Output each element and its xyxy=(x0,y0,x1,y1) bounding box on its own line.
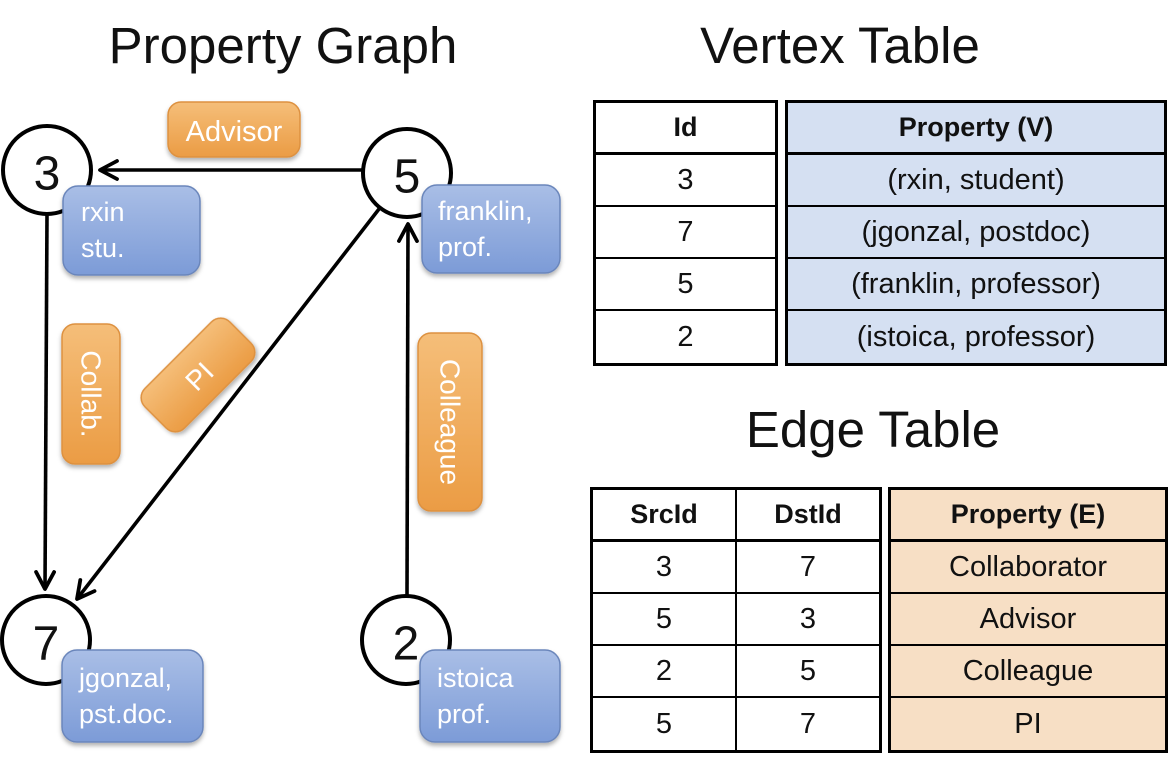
vertex-id-header: Id xyxy=(596,103,775,155)
edge-label-collab-text: Collab. xyxy=(76,350,107,437)
vertex-id-cell: 7 xyxy=(596,207,775,259)
edge-label-colleague: Colleague xyxy=(417,332,483,512)
edge-dstid-cell: 3 xyxy=(799,602,817,635)
property-graph-canvas: 3 5 7 2 Advisor Collab. PI Colleague rxi… xyxy=(0,101,561,743)
node-id-3: 3 xyxy=(34,148,61,201)
node-property-7-line2: pst.doc. xyxy=(79,699,174,729)
edge-property-cell: Advisor xyxy=(891,594,1165,646)
edge-label-collab: Collab. xyxy=(61,323,121,465)
edge-srcid-cell: 3 xyxy=(593,542,737,592)
node-id-7: 7 xyxy=(33,618,60,671)
node-id-2: 2 xyxy=(393,618,420,671)
property-graph-title: Property Graph xyxy=(108,17,458,74)
vertex-id-cell: 5 xyxy=(596,259,775,311)
edge-label-pi: PI xyxy=(140,317,256,433)
edge-dstid-cell: 7 xyxy=(799,550,817,583)
edge-srcid-cell: 2 xyxy=(593,646,737,696)
vertex-property-cell: (istoica, professor) xyxy=(856,320,1096,353)
edge-table-header-row: SrcId DstId xyxy=(593,490,879,542)
node-property-2-line1: istoica xyxy=(437,663,515,693)
edge-table-row: 5 3 xyxy=(593,594,879,646)
edge-table-id-columns: SrcId DstId 3 7 5 3 2 5 5 7 xyxy=(590,487,882,753)
edge-table-row: 5 7 xyxy=(593,698,879,750)
edge-table: SrcId DstId 3 7 5 3 2 5 5 7 Property (E)… xyxy=(590,487,1168,753)
node-id-5: 5 xyxy=(394,151,421,204)
node-property-3-line1: rxin xyxy=(81,197,125,227)
edge-property-cell: Collaborator xyxy=(891,542,1165,594)
node-property-5-line1: franklin, xyxy=(438,196,533,226)
vertex-property-cell: (franklin, professor) xyxy=(788,259,1164,311)
edge-srcid-cell: 5 xyxy=(593,698,737,750)
node-property-2: istoica prof. xyxy=(419,649,561,743)
edge-table-property-column: Property (E) Collaborator Advisor Collea… xyxy=(888,487,1168,753)
node-property-3-line2: stu. xyxy=(81,233,125,263)
edge-label-advisor: Advisor xyxy=(167,101,301,158)
vertex-property-header: Property (V) xyxy=(788,103,1164,155)
edge-table-row: 2 5 xyxy=(593,646,879,698)
edge-property-cell: PI xyxy=(1014,707,1042,740)
vertex-property-cell: (rxin, student) xyxy=(788,155,1164,207)
vertex-id-cell: 2 xyxy=(677,320,694,353)
vertex-table-id-column: Id 3 7 5 2 xyxy=(593,100,778,366)
edge-srcid-header: SrcId xyxy=(593,490,737,539)
edge-2-to-5 xyxy=(397,222,419,596)
edge-property-cell: Colleague xyxy=(891,646,1165,698)
edge-5-to-7 xyxy=(75,207,381,601)
edge-dstid-header: DstId xyxy=(774,499,842,529)
edge-srcid-cell: 5 xyxy=(593,594,737,644)
edge-3-to-7 xyxy=(34,213,56,591)
node-property-7-line1: jgonzal, xyxy=(78,663,172,693)
edge-dstid-cell: 7 xyxy=(799,707,817,740)
edge-label-advisor-text: Advisor xyxy=(186,116,283,148)
edge-label-colleague-text: Colleague xyxy=(435,359,466,485)
vertex-table-title: Vertex Table xyxy=(700,17,980,74)
node-property-2-line2: prof. xyxy=(437,699,491,729)
vertex-property-cell: (jgonzal, postdoc) xyxy=(788,207,1164,259)
edge-table-title: Edge Table xyxy=(745,401,1001,458)
vertex-id-cell: 3 xyxy=(596,155,775,207)
node-property-3: rxin stu. xyxy=(62,185,201,276)
edge-dstid-cell: 5 xyxy=(799,654,817,687)
node-property-7: jgonzal, pst.doc. xyxy=(61,649,204,743)
node-property-5: franklin, prof. xyxy=(421,184,561,274)
vertex-table: Id 3 7 5 2 Property (V) (rxin, student) … xyxy=(593,100,1167,366)
edge-property-header: Property (E) xyxy=(891,490,1165,542)
node-property-5-line2: prof. xyxy=(438,232,492,262)
vertex-table-property-column: Property (V) (rxin, student) (jgonzal, p… xyxy=(785,100,1167,366)
edge-table-row: 3 7 xyxy=(593,542,879,594)
